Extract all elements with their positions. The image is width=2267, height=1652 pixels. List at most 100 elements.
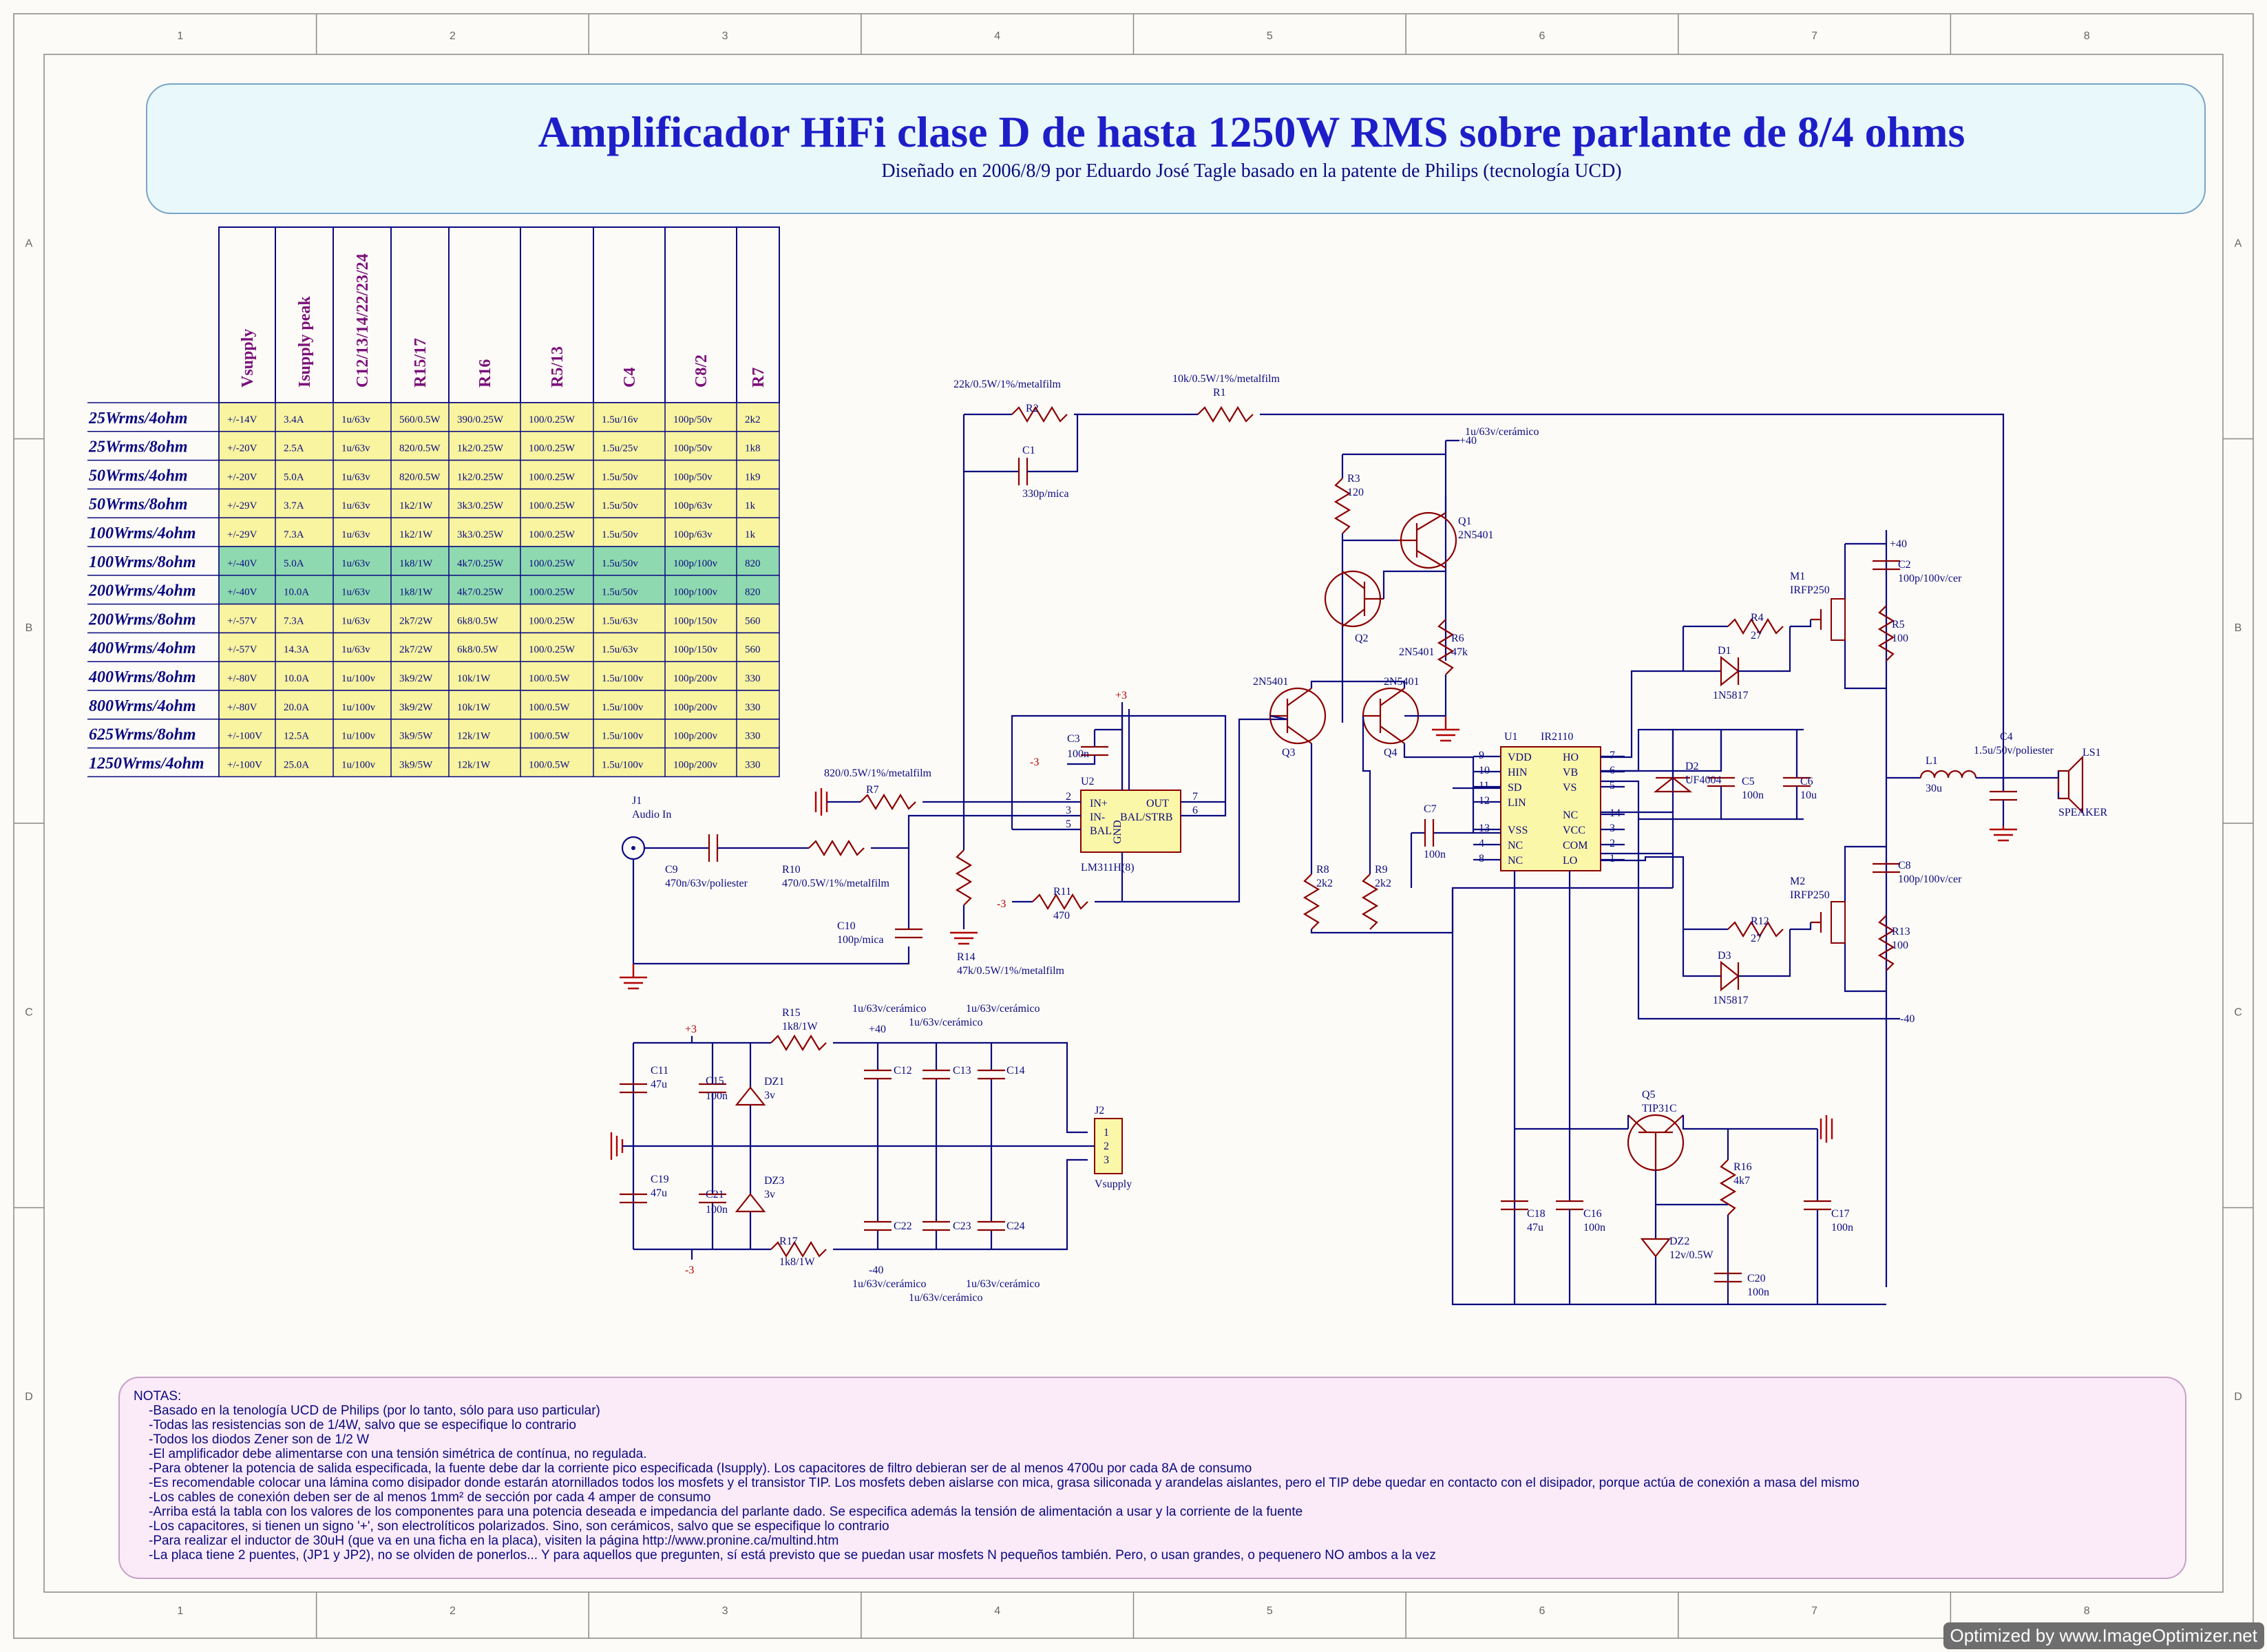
note-line: -Los cables de conexión deben ser de al …: [149, 1490, 711, 1505]
table-row: [218, 546, 780, 576]
table-cell: 3k9/5W: [399, 759, 433, 770]
u1-pin-name: LO: [1563, 855, 1577, 867]
table-cell: +/-14V: [227, 414, 257, 425]
m2-value: IRFP250: [1790, 889, 1830, 901]
table-cell: 100p/50v: [673, 443, 713, 454]
table-cell: 1u/63v: [341, 529, 370, 540]
plus40-b: +40: [1890, 538, 1907, 550]
table-row-label: 625Wrms/8ohm: [89, 726, 196, 744]
dz2-value: 12v/0.5W: [1669, 1249, 1714, 1261]
table-cell: 3.4A: [284, 414, 304, 425]
supply-filter: +3 -3 C11 47u C19 47u C15 100n C21 100n …: [610, 1003, 1132, 1304]
r13-value: 100: [1892, 940, 1908, 951]
table-row-label: 800Wrms/4ohm: [89, 697, 196, 715]
q3-value: 2N5401: [1253, 676, 1289, 688]
table-row-label: 400Wrms/4ohm: [88, 639, 196, 657]
table-cell: 1.5u/50v: [602, 500, 638, 511]
zone-row-label: A: [25, 237, 33, 249]
table-cell: 100p/50v: [673, 414, 713, 425]
table-cell: 3k3/0.25W: [457, 529, 504, 540]
c11-label: C11: [651, 1065, 668, 1077]
minus3-c: -3: [685, 1264, 694, 1276]
table-cell: 10.0A: [284, 673, 309, 684]
r6-label: R6: [1451, 633, 1464, 644]
u1-pin-number: 7: [1610, 750, 1615, 761]
j2-pin-3: 3: [1104, 1154, 1109, 1166]
d3-label: D3: [1718, 950, 1731, 962]
c20-label: C20: [1747, 1273, 1766, 1284]
table-cell: 10.0A: [284, 587, 309, 598]
c15-value: 100n: [706, 1090, 728, 1102]
u2-part: LM311H(8): [1081, 862, 1135, 873]
u1-driver: U1 IR2110 VDD9HIN10SD11LIN12VSS13NC4NC8H…: [1410, 728, 1817, 933]
r1-value: 10k/0.5W/1%/metalfilm: [1172, 373, 1280, 385]
plus3-c: +3: [685, 1024, 697, 1035]
u1-label: U1: [1504, 731, 1518, 743]
note-line: -El amplificador debe alimentarse con un…: [149, 1447, 647, 1461]
r17-value: 1k8/1W: [779, 1256, 815, 1268]
c3-value: 100n: [1067, 748, 1089, 760]
table-cell: 100p/150v: [673, 644, 718, 655]
table-cell: 1.5u/50v: [602, 472, 638, 483]
table-cell: 2k2: [745, 414, 761, 425]
c14-label: C14: [1006, 1065, 1025, 1077]
table-header: C4: [621, 368, 639, 388]
zone-row-label: D: [25, 1391, 33, 1403]
table-row: [218, 575, 780, 605]
table-cell: 100p/200v: [673, 702, 718, 713]
table-cell: 5.0A: [284, 558, 304, 569]
table-cell: 1u/63v: [341, 587, 370, 598]
table-cell: 100/0.25W: [529, 644, 576, 655]
table-row-label: 25Wrms/8ohm: [88, 438, 188, 456]
table-cell: 1u/100v: [341, 702, 376, 713]
u1-pin-name: NC: [1563, 809, 1578, 821]
d1-label: D1: [1718, 645, 1731, 657]
table-cell: 390/0.25W: [457, 414, 504, 425]
u1-pin-number: 12: [1479, 795, 1490, 807]
c10-label: C10: [837, 920, 856, 932]
zone-row-label: C: [25, 1006, 33, 1018]
d2-value: UF4004: [1685, 774, 1721, 786]
r14-label: R14: [957, 951, 976, 963]
table-cell: +/-80V: [227, 702, 257, 713]
table-header: R5/13: [549, 346, 567, 388]
feedback-network: R2 22k/0.5W/1%/metalfilm R1 10k/0.5W/1%/…: [953, 373, 2005, 802]
table-cell: 1.5u/25v: [602, 443, 638, 454]
d3-value: 1N5817: [1713, 995, 1749, 1006]
table-row-label: 25Wrms/4ohm: [88, 410, 188, 427]
q2-label: Q2: [1355, 633, 1369, 644]
table-cell: 100p/200v: [673, 759, 718, 770]
c12-label: C12: [894, 1065, 912, 1077]
u1-pin-name: VS: [1563, 782, 1577, 794]
table-header: Isupply peak: [296, 296, 314, 388]
table-cell: 330: [745, 731, 761, 742]
table-header: R15/17: [412, 338, 430, 388]
table-cell: 100/0.25W: [529, 615, 576, 626]
r8-value: 2k2: [1316, 878, 1333, 889]
c8-label: C8: [1898, 860, 1911, 871]
table-cell: 14.3A: [284, 644, 309, 655]
table-cell: 1u/63v: [341, 472, 370, 483]
table-header: R7: [750, 368, 768, 388]
r7-value: 820/0.5W/1%/metalfilm: [824, 767, 932, 779]
note-line: -Para realizar el inductor de 30uH (que …: [149, 1534, 839, 1548]
u1-pin-number: 4: [1479, 838, 1484, 849]
table-row: [218, 459, 780, 490]
table-cell: 1.5u/63v: [602, 644, 638, 655]
note-line: -Es recomendable colocar una lámina como…: [149, 1476, 1859, 1490]
table-cell: 100/0.25W: [529, 414, 576, 425]
output-stage: +40 C2 100p/100v/cer M1 IRFP250 R4 27 D1…: [1601, 530, 2107, 1287]
j2-value: Vsupply: [1095, 1178, 1132, 1190]
r15-value: 1k8/1W: [782, 1021, 818, 1032]
zone-col-label: 5: [1267, 1605, 1273, 1617]
c16-value: 100n: [1583, 1222, 1605, 1233]
table-row: [218, 603, 780, 634]
c1-label: C1: [1022, 445, 1035, 456]
j2-pin-2: 2: [1104, 1141, 1109, 1152]
table-cell: +/-57V: [227, 644, 257, 655]
zone-col-label: 1: [177, 1605, 183, 1617]
table-cell: 100p/100v: [673, 587, 718, 598]
zone-col-label: 8: [2084, 30, 2090, 42]
notes-heading: NOTAS:: [134, 1389, 182, 1404]
table-cell: 100p/200v: [673, 673, 718, 684]
